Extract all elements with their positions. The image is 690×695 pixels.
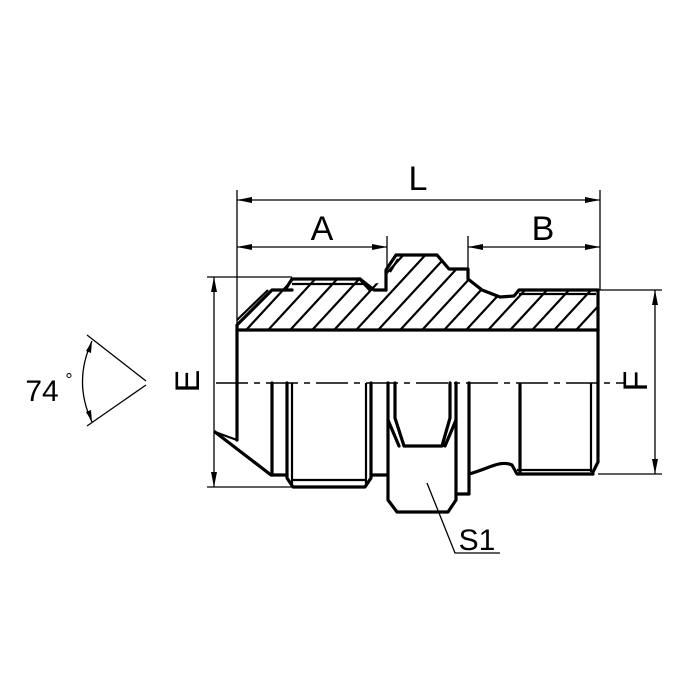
section-outline bbox=[235, 253, 600, 332]
outside-view bbox=[213, 328, 600, 514]
label-E: E bbox=[169, 370, 207, 393]
label-angle-unit: ° bbox=[65, 370, 72, 390]
label-angle: 74 bbox=[25, 375, 58, 408]
label-F: F bbox=[617, 371, 655, 392]
label-L: L bbox=[409, 160, 428, 198]
dimension-lines bbox=[81, 190, 662, 554]
label-S1: S1 bbox=[459, 524, 496, 557]
label-A: A bbox=[311, 210, 334, 248]
section-hatch bbox=[237, 255, 598, 330]
label-B: B bbox=[532, 210, 555, 248]
